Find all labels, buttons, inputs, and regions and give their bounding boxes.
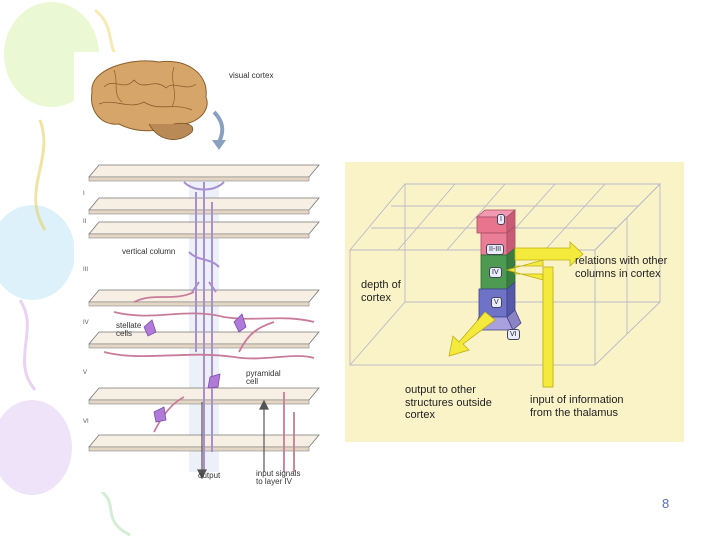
cortical-layers-illustration [88, 60, 320, 480]
layer-numeral-6: VI [83, 419, 89, 425]
layer-tag-1: I [497, 214, 505, 225]
layer-tag-4: IV [489, 267, 502, 278]
input-signals-label: input signals to layer IV [256, 469, 301, 487]
layer-numeral-1: I [83, 191, 85, 197]
column-schematic [349, 182, 662, 388]
layer-tag-6: VI [507, 329, 520, 340]
balloon-decoration-purple [0, 400, 72, 495]
visual-cortex-label: visual cortex [229, 71, 274, 80]
layer-numeral-5: V [83, 370, 88, 376]
output-to-other-label: output to other structures outside corte… [405, 384, 492, 422]
layer-numeral-2: II [83, 219, 87, 225]
page-number: 8 [662, 496, 670, 511]
pyramidal-cell-label: pyramidal cell [246, 369, 281, 387]
vertical-column-label: vertical column [122, 247, 176, 256]
relations-label: relations with other columns in cortex [575, 255, 668, 280]
balloon-decoration-blue [0, 205, 75, 300]
depth-of-cortex-label: depth of cortex [361, 279, 401, 304]
cortical-column-diagram: I II-III IV V VI depth of cortex relatio… [345, 162, 684, 442]
layer-numeral-4: IV [83, 320, 89, 326]
stellate-cells-label: stellate cells [116, 321, 142, 339]
input-information-label: input of information from the thalamus [530, 394, 624, 419]
brain-illustration [91, 60, 208, 140]
layer-numeral-3: III [83, 267, 89, 273]
cortical-layers-figure: visual cortex vertical column stellate c… [74, 52, 334, 492]
layer-tag-2-3: II-III [486, 244, 505, 255]
layer-tag-5: V [491, 297, 502, 308]
output-label: output [198, 471, 221, 480]
